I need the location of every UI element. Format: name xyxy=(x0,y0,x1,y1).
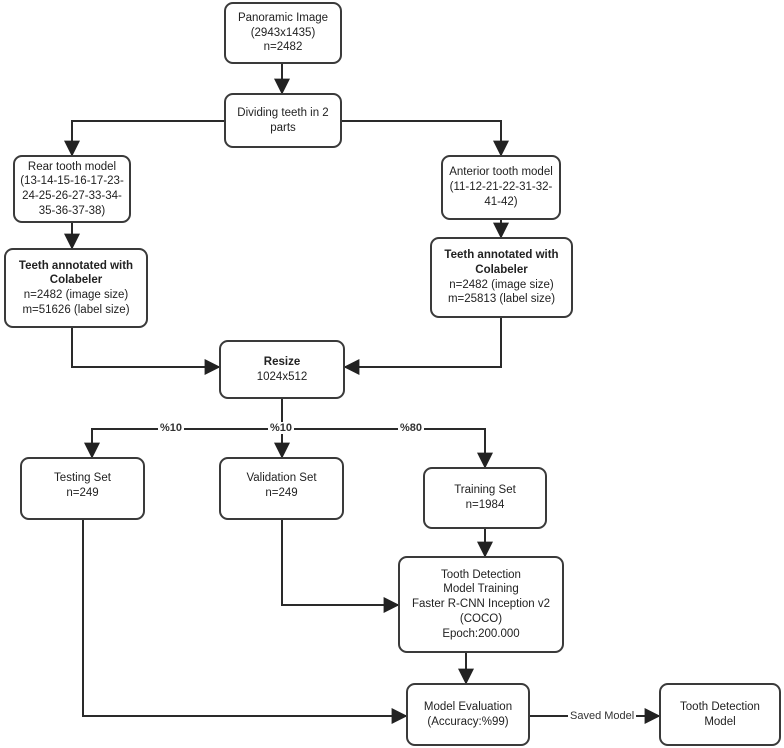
node-text: Rear tooth model xyxy=(27,160,117,173)
rear-tooth-model-node: Rear tooth model (13-14-15-16-17-23- 24-… xyxy=(13,155,131,223)
arrow-dividing-to-rear xyxy=(64,120,224,157)
node-text: Model Evaluation xyxy=(423,700,513,713)
node-heading: Colabeler xyxy=(475,263,528,276)
model-evaluation-node: Model Evaluation (Accuracy:%99) xyxy=(406,683,530,746)
node-text: Model Training xyxy=(443,583,519,596)
arrow-dividing-to-anterior xyxy=(342,120,509,157)
panoramic-image-node: Panoramic Image (2943x1435) n=2482 xyxy=(224,2,342,64)
node-text: n=249 xyxy=(265,486,298,499)
arrow-split-to-testing xyxy=(84,428,282,459)
arrow-anterior-annot-to-resize xyxy=(343,318,502,375)
node-text: n=2482 (image size) xyxy=(449,278,554,291)
node-text: Faster R-CNN Inception v2 xyxy=(411,598,551,611)
dividing-teeth-node: Dividing teeth in 2 parts xyxy=(224,93,342,148)
node-text: Testing Set xyxy=(54,472,111,484)
arrow-testing-to-evaluation xyxy=(82,520,408,724)
arrow-rear-annot-to-resize xyxy=(71,328,221,375)
node-text: Validation Set xyxy=(246,472,317,484)
saved-model-label: Saved Model xyxy=(568,710,637,722)
node-text: Epoch:200.000 xyxy=(442,627,520,640)
node-text: Training Set xyxy=(454,484,516,497)
node-text: (2943x1435) xyxy=(250,26,316,39)
model-training-node: Tooth Detection Model Training Faster R-… xyxy=(398,556,564,653)
node-text: Panoramic Image xyxy=(237,11,329,24)
anterior-tooth-model-node: Anterior tooth model (11-12-21-22-31-32-… xyxy=(441,155,561,220)
node-text: n=249 xyxy=(66,486,99,499)
arrow-split-to-training xyxy=(282,428,493,469)
node-text: (11-12-21-22-31-32- xyxy=(449,181,553,194)
node-text: Model xyxy=(704,715,736,728)
node-text: (Accuracy:%99) xyxy=(427,715,509,728)
node-heading: Teeth annotated with xyxy=(18,259,134,272)
node-text: Dividing teeth in 2 xyxy=(237,106,329,119)
resize-node: Resize 1024x512 xyxy=(219,340,345,399)
node-heading: Colabeler xyxy=(49,274,103,287)
node-heading: Resize xyxy=(263,355,301,368)
node-text: 35-36-37-38) xyxy=(38,204,106,217)
training-set-node: Training Set n=1984 xyxy=(423,467,547,529)
anterior-annotation-node: Teeth annotated with Colabeler n=2482 (i… xyxy=(430,237,573,318)
node-text: parts xyxy=(270,121,296,134)
node-text: n=2482 xyxy=(263,41,303,54)
validation-split-label: %10 xyxy=(268,422,295,434)
node-text: m=25813 (label size) xyxy=(447,293,556,306)
node-text: 1024x512 xyxy=(256,370,308,383)
testing-set-node: Testing Set n=249 xyxy=(20,457,145,520)
rear-annotation-node: Teeth annotated with Colabeler n=2482 (i… xyxy=(4,248,148,328)
node-heading: Teeth annotated with xyxy=(444,249,559,262)
arrow-validation-to-model-training xyxy=(281,520,400,613)
node-text: Tooth Detection xyxy=(680,700,760,713)
node-text: (COCO) xyxy=(459,612,503,625)
node-text: 41-42) xyxy=(484,195,518,208)
node-text: Tooth Detection xyxy=(441,568,521,581)
node-text: Anterior tooth model xyxy=(449,166,553,179)
testing-split-label: %10 xyxy=(158,422,185,434)
node-text: m=51626 (label size) xyxy=(22,303,130,316)
node-text: (13-14-15-16-17-23- xyxy=(20,175,124,188)
node-text: 24-25-26-27-33-34- xyxy=(22,190,122,202)
validation-set-node: Validation Set n=249 xyxy=(219,457,344,520)
node-text: n=1984 xyxy=(465,499,505,511)
tooth-detection-model-node: Tooth Detection Model xyxy=(659,683,781,746)
node-text: n=2482 (image size) xyxy=(23,289,129,301)
training-split-label: %80 xyxy=(398,422,425,434)
